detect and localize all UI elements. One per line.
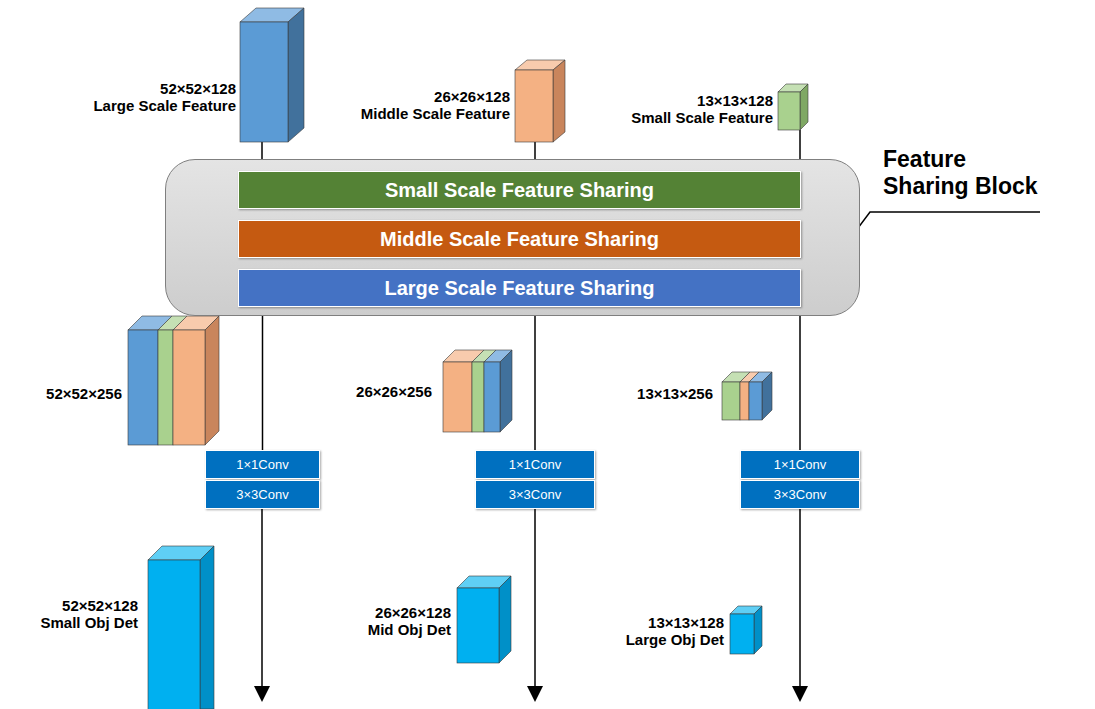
dimension-label: 26×26×128 <box>375 604 451 621</box>
box-label: Large Scale Feature Sharing <box>384 277 654 300</box>
dimension-label: 13×13×128 <box>697 92 773 109</box>
dimension-label: Large Scale Feature <box>93 97 236 114</box>
box-label: Middle Scale Feature Sharing <box>380 228 659 251</box>
input-cuboids <box>240 8 808 142</box>
dimension-label: 26×26×128 <box>434 88 510 105</box>
conv-box: 1×1Conv <box>205 450 320 479</box>
box-label: 1×1Conv <box>236 457 288 472</box>
scale-band: Small Scale Feature Sharing <box>238 171 801 209</box>
block-title: Feature Sharing Block <box>883 146 1053 200</box>
conv-box: 3×3Conv <box>475 480 595 509</box>
box-label: 3×3Conv <box>236 487 288 502</box>
dimension-label: Middle Scale Feature <box>361 105 510 122</box>
dimension-label: Large Obj Det <box>626 631 724 648</box>
dimension-label: Small Obj Det <box>40 614 138 631</box>
dimension-label: 52×52×128 <box>160 80 236 97</box>
box-label: 3×3Conv <box>774 487 826 502</box>
box-label: 1×1Conv <box>509 457 561 472</box>
feature-sharing-block: Feature Sharing BlockSmall Scale Feature… <box>165 159 860 316</box>
connector <box>534 316 536 450</box>
concat-cuboids <box>128 316 772 445</box>
connector <box>799 316 801 450</box>
box-label: Small Scale Feature Sharing <box>385 179 654 202</box>
scale-band: Middle Scale Feature Sharing <box>238 220 801 258</box>
conv-box: 1×1Conv <box>475 450 595 479</box>
dimension-label: 52×52×256 <box>46 385 122 402</box>
connector <box>262 316 264 450</box>
dimension-label: Small Scale Feature <box>631 109 773 126</box>
conv-box: 1×1Conv <box>740 450 860 479</box>
dimension-label: 13×13×256 <box>637 385 713 402</box>
conv-box: 3×3Conv <box>205 480 320 509</box>
output-cuboids <box>148 546 762 709</box>
dimension-label: 13×13×128 <box>648 614 724 631</box>
dimension-label: 26×26×256 <box>356 383 432 400</box>
box-label: 3×3Conv <box>509 487 561 502</box>
arrowheads <box>254 686 808 702</box>
conv-box: 3×3Conv <box>740 480 860 509</box>
dimension-label: Mid Obj Det <box>368 621 451 638</box>
dimension-label: 52×52×128 <box>62 597 138 614</box>
box-label: 1×1Conv <box>774 457 826 472</box>
scale-band: Large Scale Feature Sharing <box>238 269 801 307</box>
